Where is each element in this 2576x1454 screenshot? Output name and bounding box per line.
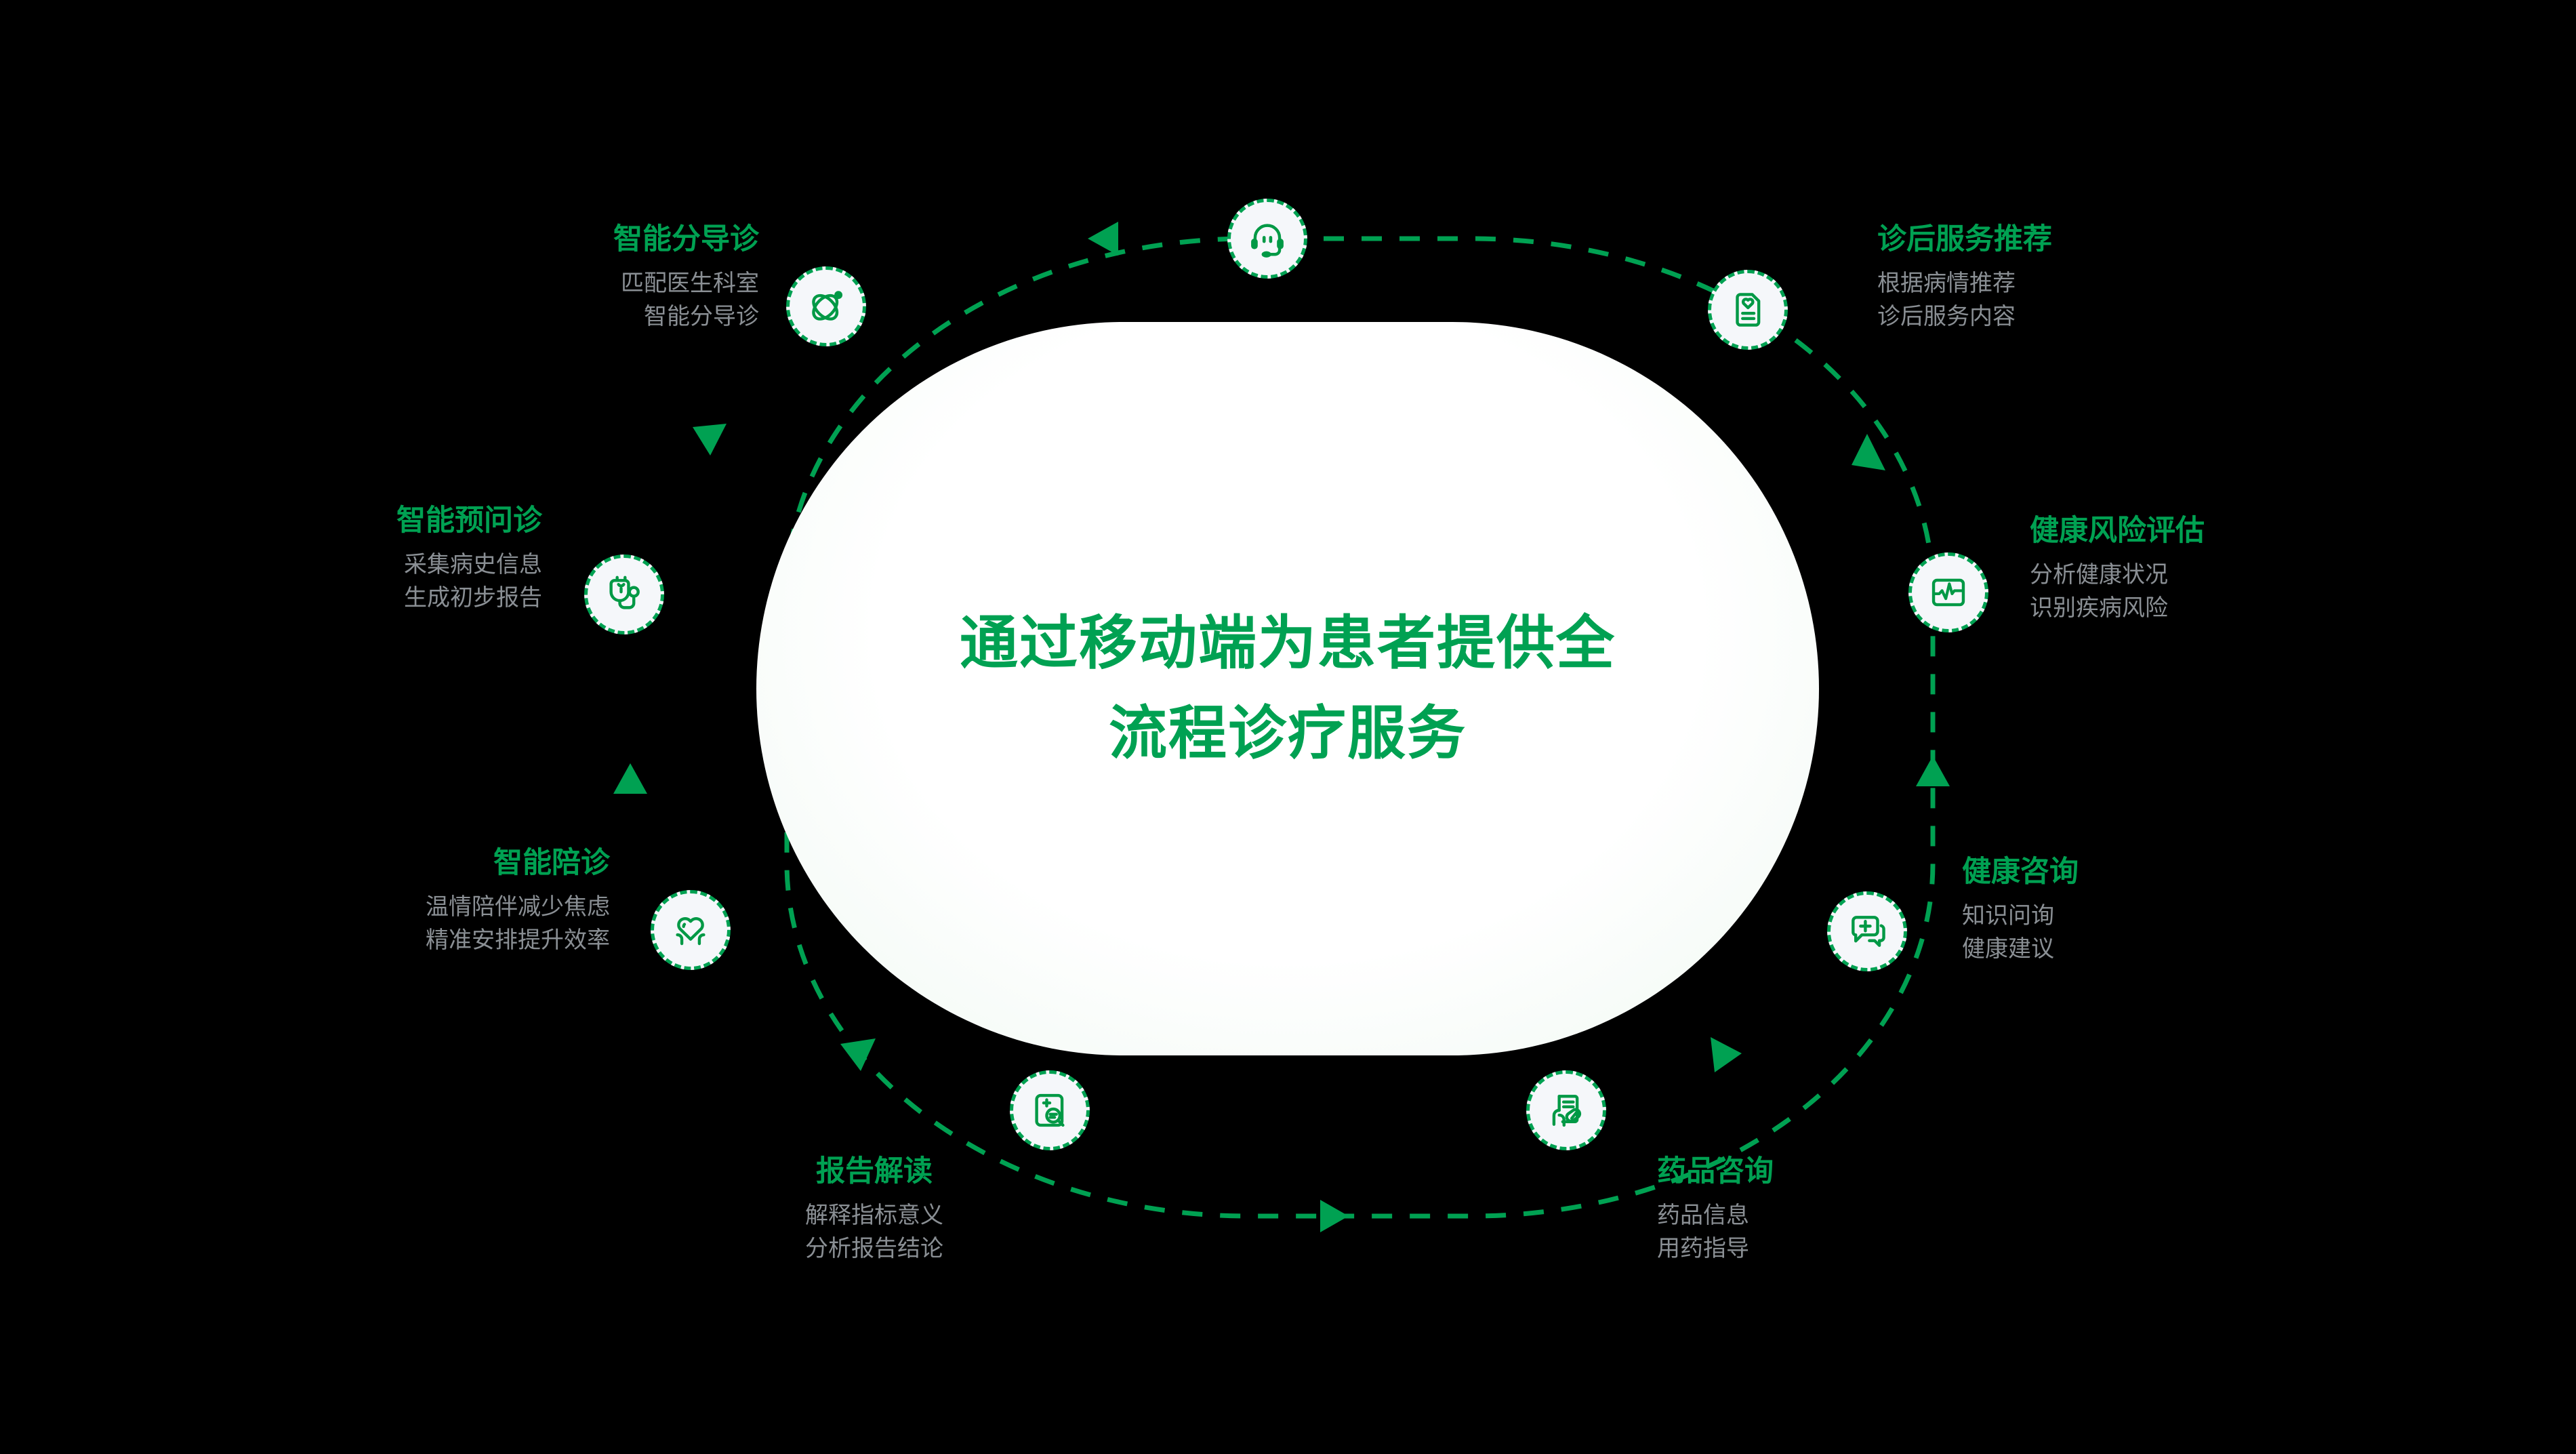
label-report-interpretation-title: 报告解读 — [816, 1155, 933, 1188]
arrow-lower-right — [1711, 1037, 1742, 1072]
node-report-interpretation[interactable] — [1010, 1070, 1090, 1150]
label-drug-consultation-desc-1: 药品信息 — [1657, 1202, 1749, 1228]
label-smart-companion: 智能陪诊 温情陪伴减少焦虑 精准安排提升效率 — [203, 844, 610, 958]
node-customer-service[interactable] — [1227, 199, 1307, 279]
label-smart-companion-desc-1: 温情陪伴减少焦虑 — [426, 893, 610, 920]
label-drug-consultation-desc-2: 用药指导 — [1657, 1236, 1749, 1262]
label-post-visit-service-desc-1: 根据病情推荐 — [1877, 270, 2016, 296]
arrow-left — [613, 763, 647, 794]
label-post-visit-service-title: 诊后服务推荐 — [1877, 223, 2052, 256]
label-report-interpretation: 报告解读 解释指标意义 分析报告结论 — [739, 1152, 1010, 1266]
label-health-consultation-title: 健康咨询 — [1962, 855, 2079, 888]
node-health-consultation[interactable] — [1827, 891, 1907, 971]
node-post-visit-service[interactable] — [1708, 270, 1788, 350]
label-pre-consultation-title: 智能预问诊 — [396, 504, 542, 537]
node-drug-consultation[interactable] — [1526, 1070, 1606, 1150]
label-pre-consultation-desc-1: 采集病史信息 — [404, 551, 542, 578]
arrow-bottom — [1320, 1200, 1349, 1232]
label-report-interpretation-desc-2: 分析报告结论 — [805, 1236, 943, 1262]
center-headline: 通过移动端为患者提供全 流程诊疗服务 — [960, 599, 1616, 780]
label-health-risk-assessment: 健康风险评估 分析健康状况 识别疾病风险 — [2030, 512, 2409, 626]
document-heart-icon — [1727, 289, 1769, 331]
label-smart-triage-desc-2: 智能分导诊 — [644, 304, 759, 330]
chat-plus-icon — [1846, 910, 1888, 952]
prescription-pill-icon — [1545, 1089, 1587, 1131]
label-post-visit-service-desc-2: 诊后服务内容 — [1877, 304, 2016, 330]
label-smart-triage-desc-1: 匹配医生科室 — [621, 270, 759, 296]
arrow-upper-right — [1852, 434, 1885, 470]
node-health-risk-assessment[interactable] — [1908, 552, 1988, 632]
center-headline-line1: 通过移动端为患者提供全 — [960, 610, 1616, 676]
ecg-monitor-icon — [1927, 571, 1969, 613]
label-pre-consultation: 智能预问诊 采集病史信息 生成初步报告 — [163, 502, 542, 615]
label-health-consultation: 健康咨询 知识问询 健康建议 — [1962, 853, 2301, 967]
arrow-right — [1916, 756, 1950, 786]
heart-hands-icon — [670, 909, 712, 951]
arrow-upper-left — [693, 424, 727, 456]
label-health-risk-assessment-desc-1: 分析健康状况 — [2030, 561, 2168, 588]
center-headline-line2: 流程诊疗服务 — [1109, 701, 1467, 766]
label-health-risk-assessment-desc-2: 识别疾病风险 — [2030, 595, 2168, 622]
label-smart-triage-title: 智能分导诊 — [613, 223, 759, 256]
node-smart-triage[interactable] — [786, 266, 866, 346]
label-drug-consultation: 药品咨询 药品信息 用药指导 — [1657, 1152, 1996, 1266]
atom-icon — [805, 285, 847, 327]
arrow-lower-left — [840, 1038, 876, 1071]
center-capsule: 通过移动端为患者提供全 流程诊疗服务 — [756, 322, 1819, 1055]
report-search-icon — [1029, 1089, 1071, 1131]
headset-icon — [1246, 218, 1288, 260]
label-health-risk-assessment-title: 健康风险评估 — [2030, 514, 2205, 547]
label-smart-companion-desc-2: 精准安排提升效率 — [426, 927, 610, 954]
label-post-visit-service: 诊后服务推荐 根据病情推荐 诊后服务内容 — [1877, 220, 2284, 334]
label-smart-triage: 智能分导诊 匹配医生科室 智能分导诊 — [352, 220, 759, 334]
node-smart-companion[interactable] — [651, 890, 731, 970]
label-report-interpretation-desc-1: 解释指标意义 — [805, 1202, 943, 1228]
label-pre-consultation-desc-2: 生成初步报告 — [404, 585, 542, 611]
stethoscope-icon — [603, 573, 645, 615]
label-smart-companion-title: 智能陪诊 — [493, 847, 610, 879]
label-health-consultation-desc-1: 知识问询 — [1962, 902, 2054, 929]
arrow-top — [1088, 222, 1118, 256]
label-health-consultation-desc-2: 健康建议 — [1962, 936, 2054, 963]
label-drug-consultation-title: 药品咨询 — [1657, 1155, 1774, 1188]
node-pre-consultation[interactable] — [584, 554, 664, 634]
